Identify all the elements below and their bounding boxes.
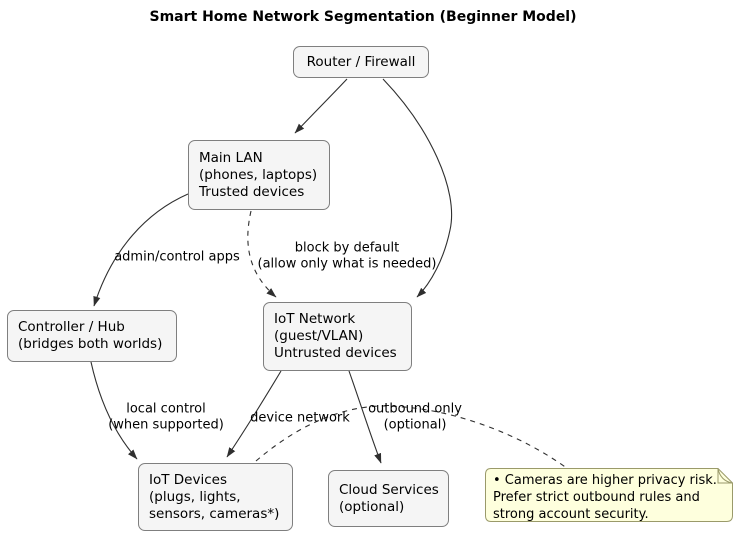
- note-line: • Cameras are higher privacy risk.: [493, 473, 717, 488]
- edge-main-lan-to-controller: [93, 193, 189, 307]
- note-line: Prefer strict outbound rules and: [493, 490, 700, 505]
- edge-router-to-iot-network: [382, 78, 453, 298]
- edge-main-lan-to-iot-network: [247, 210, 277, 298]
- node-label: Main LAN: [199, 149, 263, 166]
- edge-iot-network-to-iot-devices: [226, 370, 282, 458]
- edge-label-local-control: local control (when supported): [108, 401, 224, 433]
- node-label: (phones, laptops): [199, 166, 318, 183]
- node-label: Trusted devices: [199, 183, 305, 200]
- node-label: Controller / Hub: [18, 319, 125, 335]
- node-iot-devices: IoT Devices (plugs, lights, sensors, cam…: [138, 463, 293, 531]
- node-label: (optional): [339, 498, 405, 515]
- node-router-firewall: Router / Firewall: [293, 46, 429, 78]
- node-label: Cloud Services: [339, 481, 439, 498]
- node-label: sensors, cameras*): [149, 505, 280, 522]
- edge-controller-to-iot-devices: [90, 361, 138, 460]
- node-label: Untrusted devices: [274, 345, 397, 361]
- note-shape: [485, 468, 733, 522]
- node-label: (guest/VLAN): [274, 328, 364, 344]
- edge-router-to-main-lan: [294, 78, 348, 134]
- edge-label-device-network: device network: [250, 410, 350, 426]
- node-controller-hub: Controller / Hub (bridges both worlds): [7, 310, 177, 362]
- edge-label-admin-control-apps: admin/control apps: [114, 249, 240, 265]
- diagram-title: Smart Home Network Segmentation (Beginne…: [149, 9, 577, 25]
- node-label: (plugs, lights,: [149, 488, 241, 505]
- node-label: Router / Firewall: [306, 53, 416, 70]
- node-label: IoT Network: [274, 311, 356, 327]
- note-fold-icon: [717, 468, 733, 484]
- edge-iot-devices-to-note: [255, 405, 569, 470]
- node-cloud-services: Cloud Services (optional): [328, 470, 449, 527]
- note-line: strong account security.: [493, 507, 649, 522]
- node-main-lan: Main LAN (phones, laptops) Trusted devic…: [188, 140, 330, 210]
- edge-label-block-by-default: block by default (allow only what is nee…: [257, 240, 437, 272]
- node-label: IoT Devices: [149, 471, 227, 488]
- edge-iot-network-to-cloud: [348, 370, 382, 464]
- node-label: (bridges both worlds): [18, 336, 163, 352]
- edge-label-outbound-only: outbound only (optional): [368, 401, 462, 433]
- node-iot-network: IoT Network (guest/VLAN) Untrusted devic…: [263, 302, 412, 371]
- note-cameras: • Cameras are higher privacy risk. Prefe…: [485, 468, 733, 522]
